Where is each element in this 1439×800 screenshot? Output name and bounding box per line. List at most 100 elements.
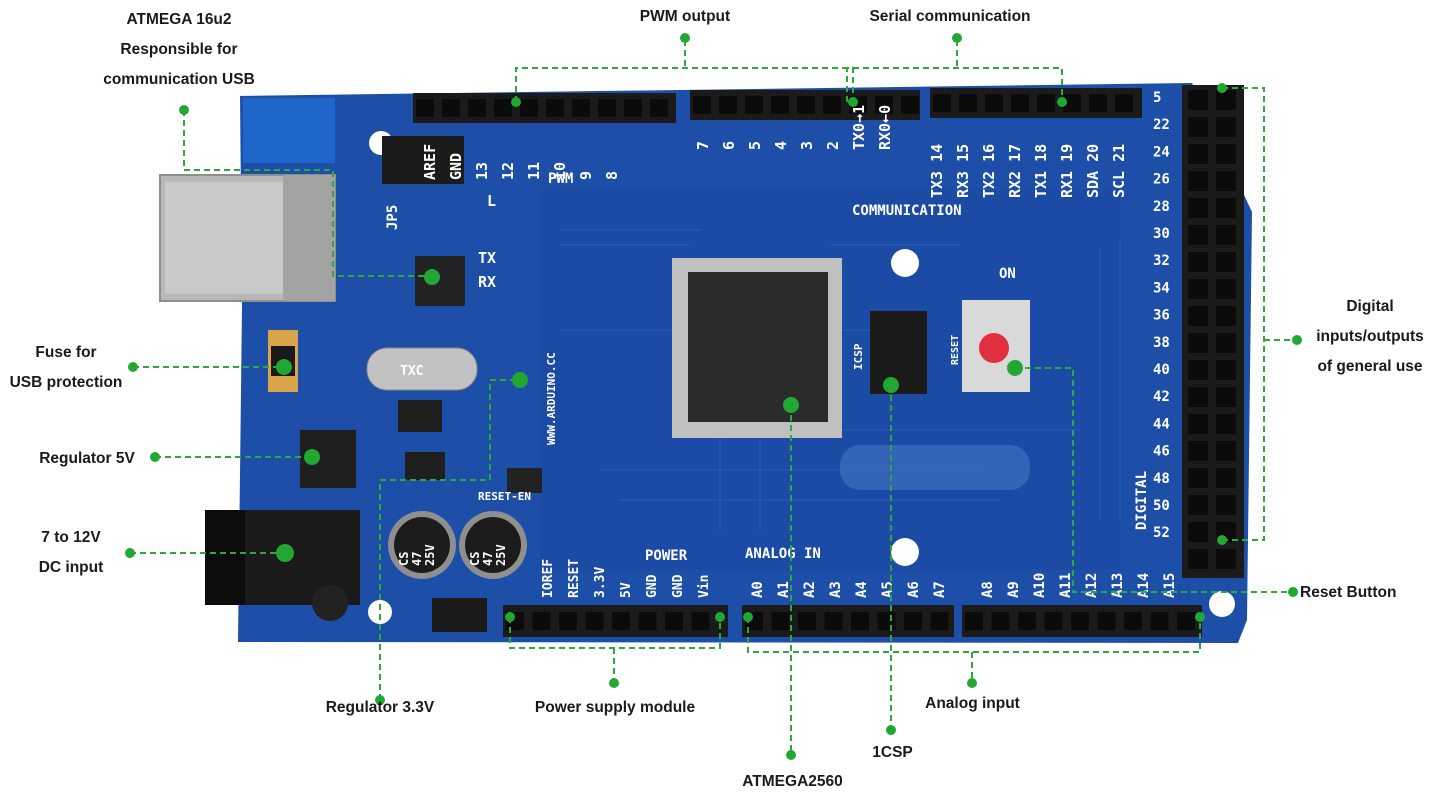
mounting-hole-3 [891,538,919,566]
silk-top-pin-label: 12 [499,162,517,180]
header-pin [1216,252,1236,272]
silk-analog-pin-label: A0 [750,581,766,598]
silk-l: L [487,192,496,210]
silk-digital-pin-number: 48 [1153,471,1170,487]
silk-analog-pin-label: A15 [1162,573,1178,598]
silk-comm-pin-label: TX1 18 [1032,144,1050,198]
header-pin [624,99,642,117]
header-pin [1216,117,1236,137]
header-pin [494,99,512,117]
silk-analog-pin-label: A4 [854,581,870,598]
label-dc-input-line1: 7 to 12V [41,529,101,546]
header-bottom-pins [506,612,1195,630]
header-pin [1188,117,1208,137]
silk-analog-pin-label: A10 [1032,573,1048,598]
silk-digital-pin-number: 34 [1153,280,1170,296]
header-pin [1216,144,1236,164]
silk-top-pin-label: 13 [473,162,491,180]
silk-website: WWW.ARDUINO.CC [545,352,558,445]
silk-digital: DIGITAL [1134,471,1150,530]
capacitor-1-top [394,517,450,573]
silk-digital-pin-number: 22 [1153,117,1170,133]
header-pin [1089,94,1107,112]
label-reset-button: Reset Button [1300,584,1397,601]
silk-digital-pin-number: 52 [1153,525,1170,541]
silk-capacitor-1: 47 [410,552,424,566]
header-pin [904,612,922,630]
header-pin [1216,549,1236,569]
header-pin [1216,225,1236,245]
silk-capacitor-1: 25V [423,544,437,566]
silk-top-pin-label: RX0←0 [876,105,894,150]
label-fuse: Fuse for USB protection [0,338,132,398]
label-icsp: 1CSP [872,744,913,761]
silk-comm-pin-label: TX3 14 [928,144,946,198]
header-digital-pins [1188,90,1236,569]
header-pin [1216,468,1236,488]
silk-tx: TX [478,249,496,267]
label-atmega16u2-line2: Responsible for [120,41,238,58]
silk-reset-en: RESET-EN [478,490,531,503]
silk-power-pin-label: GND [671,574,686,598]
label-regulator-5v: Regulator 5V [39,450,135,467]
header-pin [1188,225,1208,245]
silk-top-pin-label: 11 [525,162,543,180]
header-pin [638,612,657,630]
header-pin [1188,360,1208,380]
header-pin [824,612,843,630]
guide-dots [125,33,1302,760]
silk-power-pin-label: RESET [567,559,582,598]
header-pin [1188,171,1208,191]
silk-capacitor-2: 47 [481,552,495,566]
blurred-logo [840,445,1030,490]
silk-analog-in: ANALOG IN [745,546,821,562]
silk-crystal: TXC [400,364,423,379]
silk-power-pin-label: Vin [697,575,712,598]
switch-block [432,598,487,632]
header-pin [771,612,790,630]
header-pin [1188,414,1208,434]
silk-reset: RESET [950,335,961,365]
header-pin [1044,612,1063,630]
label-dc-input: 7 to 12V DC input [14,523,128,583]
silk-comm-pin-label: SDA 20 [1084,144,1102,198]
board-corner-pad [243,98,335,163]
header-pin [745,96,763,114]
header-pin [1216,495,1236,515]
header-pin [933,94,951,112]
silk-top-pin-label: AREF [421,144,439,180]
silk-top-pin-label: 4 [772,141,790,150]
silk-power: POWER [645,548,688,564]
label-dc-input-line2: DC input [38,559,104,576]
silk-analog-pin-label: A5 [880,581,896,598]
silk-top-pin-label: 9 [577,171,595,180]
header-pin [1216,90,1236,110]
header-pin [468,99,486,117]
header-pin [1188,252,1208,272]
label-digital-io-line1: Digital [1346,298,1394,315]
icsp-header-usb [382,136,464,184]
silk-digital-pin-number: 40 [1153,362,1170,378]
label-power-supply-module: Power supply module [534,699,696,716]
silk-pwm: PWM [548,171,573,187]
header-pin [1188,333,1208,353]
header-pin [1216,279,1236,299]
header-pin [798,612,816,630]
silk-comm-pin-label: RX3 15 [954,144,972,198]
label-fuse-line2: USB protection [9,374,123,391]
header-pin [965,612,983,630]
silk-analog-pin-label: A13 [1110,573,1126,598]
guide-lines [130,40,1297,755]
silk-digital-pin-number: 44 [1153,416,1170,432]
header-pin [1018,612,1036,630]
header-pin [959,94,977,112]
silk-analog-pin-label: A3 [828,581,844,598]
silk-power-pin-label: 3.3V [593,567,608,598]
dc-jack-front [205,510,245,605]
header-pin [1188,387,1208,407]
header-pin [851,612,869,630]
silk-digital-pin-number: 50 [1153,498,1170,514]
header-pin [1188,441,1208,461]
